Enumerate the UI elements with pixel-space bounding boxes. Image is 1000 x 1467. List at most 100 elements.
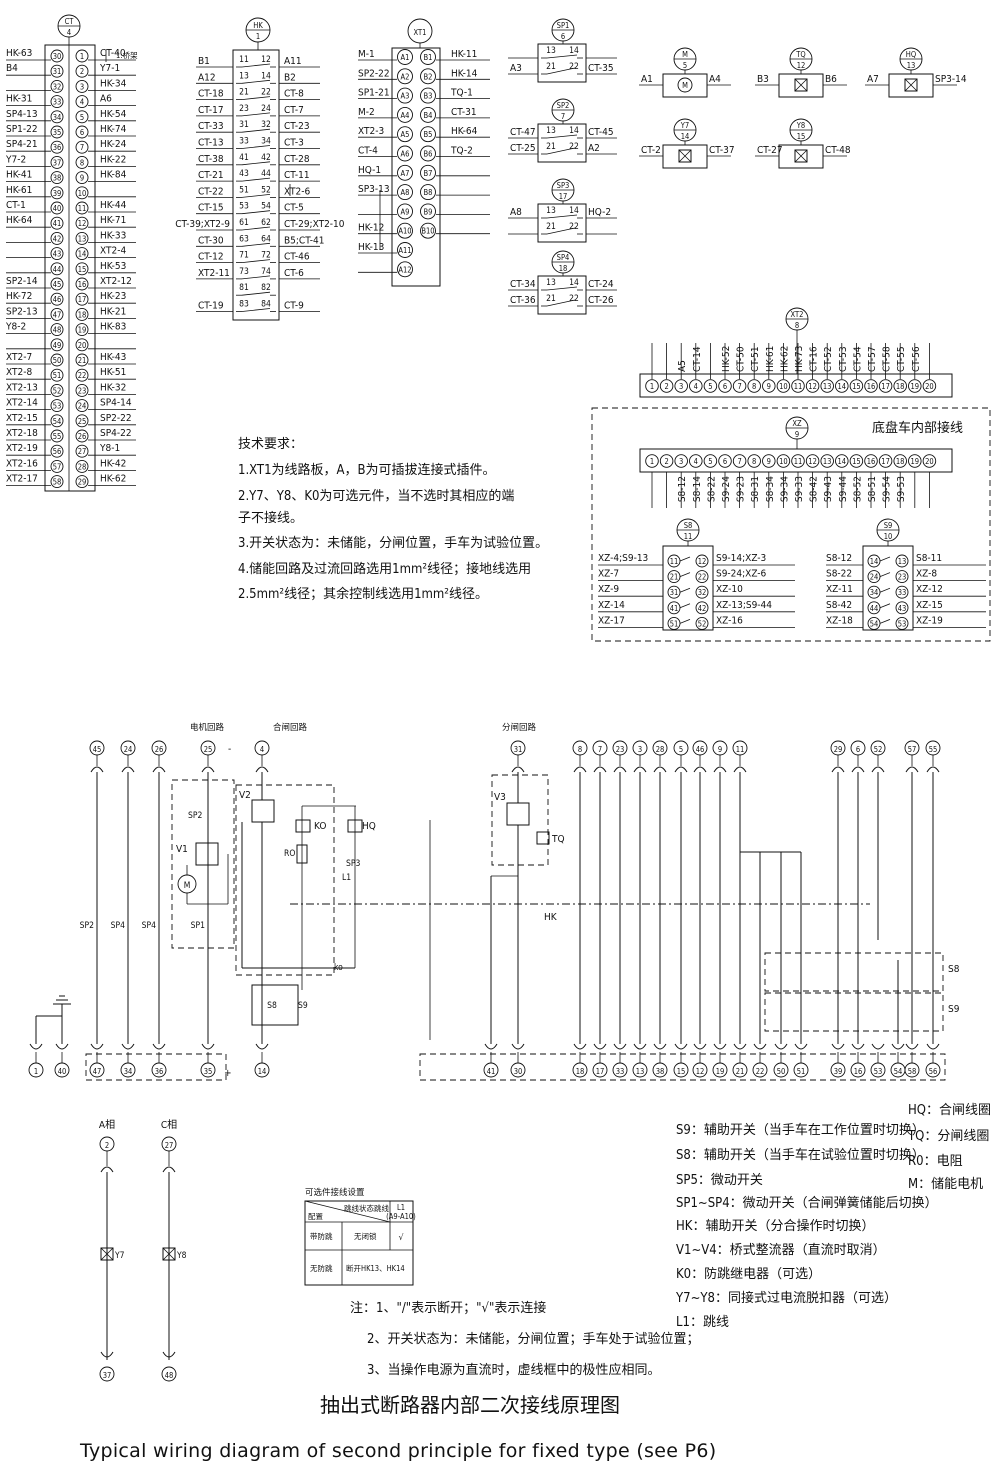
xz-bottom-label: S8-52 xyxy=(852,476,863,502)
xt1-pin-label: A12 xyxy=(398,265,411,274)
ct-left-label: XT2-18 xyxy=(6,428,38,439)
s8-box-label: S8 xyxy=(948,964,960,975)
xt2-terminal xyxy=(689,379,703,393)
xt1-pin-b xyxy=(420,49,436,65)
xt2-terminal xyxy=(703,379,718,393)
xt2-terminal xyxy=(732,379,747,393)
s8_block-left-label: XZ-14 xyxy=(598,600,625,611)
xt1-left-label: HQ-1 xyxy=(358,165,381,176)
contact-blade xyxy=(546,147,576,155)
device-left-label: A1 xyxy=(641,74,653,85)
plug-connector xyxy=(871,766,885,773)
sp-left-label: A8 xyxy=(510,207,522,218)
ct-right-label: Y7-1 xyxy=(99,63,120,74)
ct-terminal-number: 11 xyxy=(78,204,87,213)
ct-terminal-left xyxy=(50,323,64,337)
bottom-terminal-number: 41 xyxy=(487,1067,496,1076)
top-terminal-number: 5 xyxy=(679,745,683,754)
ct-terminal-number: 32 xyxy=(53,82,62,91)
top-terminal-number: 29 xyxy=(834,745,843,754)
xt1-pin-label: B6 xyxy=(424,150,433,159)
xt2-terminal xyxy=(835,379,849,393)
legend-item: V1~V4：桥式整流器（直流时取消） xyxy=(676,1243,886,1258)
xt1-pin-a xyxy=(397,203,413,220)
xz-bottom-label: S8-12 xyxy=(677,476,688,502)
plug-connector xyxy=(926,1043,940,1050)
note-line: 注：1、"/"表示断开；"√"表示连接 xyxy=(350,1300,546,1316)
s9_block-pin-right xyxy=(895,554,909,568)
plug-connector xyxy=(162,1351,176,1358)
s9_block-right-label: S8-11 xyxy=(916,553,942,564)
sp-pin: 13 xyxy=(546,206,556,216)
ct-terminal-right xyxy=(75,399,89,413)
ct-terminal-number: 21 xyxy=(78,356,87,365)
ct-terminal-right xyxy=(75,64,89,78)
hk-left-label: CT-22 xyxy=(198,186,224,197)
close-dashed-box xyxy=(235,784,335,976)
device-left-label: B3 xyxy=(757,74,769,85)
ct-terminal-number: 49 xyxy=(53,341,62,350)
ct-terminal-number: 51 xyxy=(53,371,62,380)
ct-terminal-number: 30 xyxy=(53,52,62,61)
xz-bottom-label: S8-14 xyxy=(692,476,703,502)
hk-left-label: CT-13 xyxy=(198,138,224,149)
ct-terminal-number: 38 xyxy=(53,174,62,183)
xt1-pin-label: B10 xyxy=(421,227,434,236)
plug-connector xyxy=(613,1043,627,1050)
ct-terminal-number: 47 xyxy=(53,310,62,319)
hk-pin-right: 24 xyxy=(261,104,271,114)
s8_block-left-label: XZ-9 xyxy=(598,584,619,595)
hk-pin-right: 74 xyxy=(261,267,271,277)
xt2-terminal-number: 19 xyxy=(911,382,920,391)
xt2-terminal xyxy=(718,379,732,393)
ct-terminal-left xyxy=(50,201,64,215)
xz-terminal-number: 18 xyxy=(896,457,905,466)
device-right-label: CT-37 xyxy=(709,145,735,156)
hk-left-label: CT-39;XT2-9 xyxy=(175,219,230,230)
xt2-terminal-number: 4 xyxy=(694,382,698,391)
ct-terminal-right xyxy=(75,140,89,154)
hk-right-label: CT-7 xyxy=(284,105,304,116)
xt1-pin-b xyxy=(420,126,436,143)
hk-pin-left: 13 xyxy=(239,71,249,81)
hk-pin-left: 23 xyxy=(239,104,249,114)
hk-right-label: B5;CT-41 xyxy=(284,235,324,246)
polarity-minus: - xyxy=(228,744,231,755)
ct-right-label: HK-83 xyxy=(100,322,126,333)
xt1-pin-label: B5 xyxy=(424,130,433,139)
ct-terminal-number: 44 xyxy=(53,265,62,274)
sp-pin: 13 xyxy=(546,126,556,136)
hk-pin-left: 71 xyxy=(239,251,249,261)
sp-pin: 14 xyxy=(569,206,579,216)
hk-pin-left: 43 xyxy=(239,169,249,179)
xz-bottom-label: S9-53 xyxy=(896,476,907,502)
contact-blade xyxy=(241,259,271,263)
table-header: L1 xyxy=(397,1203,405,1212)
s9_block-pin-number: 23 xyxy=(898,573,907,582)
s9_block-left-label: XZ-11 xyxy=(826,584,853,595)
xt1-pin-a xyxy=(397,87,413,104)
coil-cross xyxy=(678,149,692,163)
xt1-left-label: HK-13 xyxy=(358,242,384,253)
xt1-pin-b xyxy=(420,203,436,220)
sp-right-label: CT-24 xyxy=(588,279,614,290)
rectifier-v1-label: V1 xyxy=(176,844,188,855)
legend-item: S9：辅助开关（当手车在工作位置时切换） xyxy=(676,1122,925,1138)
hk-pin-left: 11 xyxy=(239,55,249,65)
hk-left-label: CT-38 xyxy=(198,154,224,165)
ct-left-label: HK-31 xyxy=(6,94,32,105)
bottom-terminal-number: 12 xyxy=(696,1067,705,1076)
s8_block-contact-blade xyxy=(679,587,691,593)
xt2-terminal xyxy=(645,379,659,393)
legend-item: Y7~Y8：同接式过电流脱扣器（可选） xyxy=(675,1290,897,1306)
s9_block-contact-blade xyxy=(879,619,891,624)
ct-terminal-number: 24 xyxy=(78,402,87,411)
sp3-label: SP3 xyxy=(346,859,360,869)
table-cell: √ xyxy=(399,1233,404,1243)
xt1-pin-label: B3 xyxy=(424,92,433,101)
trip-plug-dashed-box xyxy=(419,1053,946,1081)
s9_block-right-label: XZ-19 xyxy=(916,615,943,626)
device-name: SP4 xyxy=(557,253,570,262)
